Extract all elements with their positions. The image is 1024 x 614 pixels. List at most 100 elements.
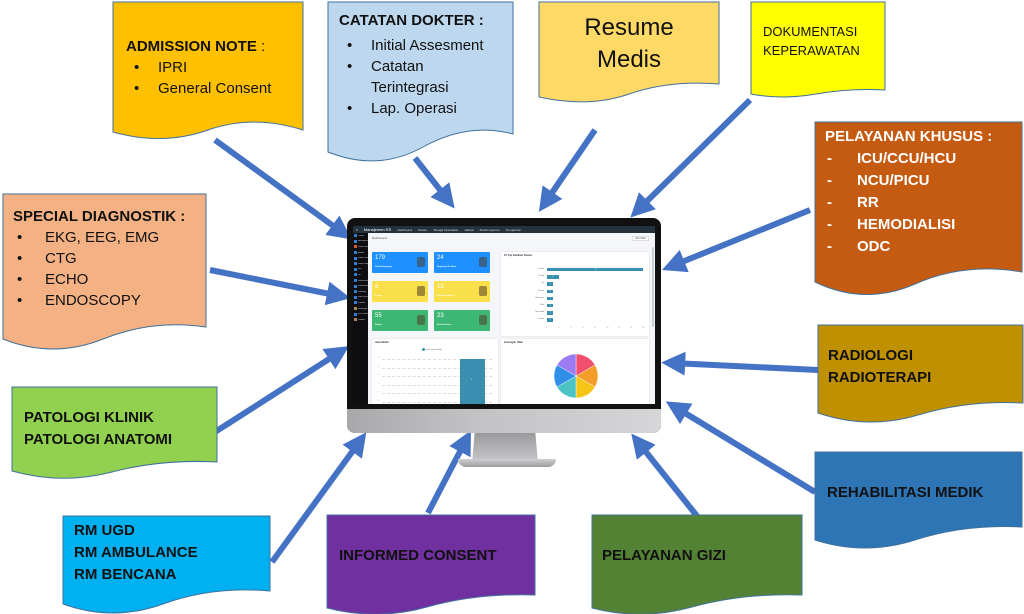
axis-tick: 10 [606, 328, 609, 329]
bar-label: Pusing [538, 275, 545, 278]
axis-tick: 4 [570, 328, 572, 329]
sidebar-item[interactable]: Rawat Inap [353, 261, 368, 267]
menu-item-icon [354, 307, 357, 311]
list-item: -ICU/CCU/HCU [827, 150, 957, 167]
nav-dashboard[interactable]: Dashboard [397, 227, 413, 232]
nav-pengaturan[interactable]: Pengaturan [505, 227, 522, 232]
stat-label: Pasien [375, 295, 383, 297]
note-admission: ADMISSION NOTE : •IPRI •General Consent [112, 1, 304, 140]
list-item: •General Consent [134, 80, 272, 97]
note-rm: RM UGD RM AMBULANCE RM BENCANA [62, 515, 271, 614]
arrow-admission [213, 137, 352, 240]
monitor-chin [347, 409, 661, 433]
sidebar-item[interactable]: Kas Penerimaan [353, 311, 368, 317]
bar-label: Batuk [539, 268, 544, 270]
axis-tick: 14 [630, 328, 633, 329]
bar-label: Demam [537, 289, 544, 292]
list-item: -HEMODIALISI [827, 216, 956, 233]
pie-chart [553, 353, 599, 399]
sidebar-item[interactable]: Keuangan [353, 306, 368, 312]
filter-button[interactable]: Atur Filter [632, 236, 649, 241]
sidebar-item[interactable]: Laboratorium [353, 283, 368, 289]
menu-item-icon [354, 284, 357, 288]
sidebar-item[interactable]: IGD [353, 267, 368, 273]
note-special-diagnostik: SPECIAL DIAGNOSTIK : •EKG, EEG, EMG •CTG… [2, 193, 207, 350]
sidebar-item[interactable]: Rawat Jalan [353, 255, 368, 261]
menu-item-icon [354, 273, 357, 277]
sidebar-item[interactable]: Bank Darah [353, 295, 368, 301]
stat-value: 6 [375, 284, 379, 290]
nav-pasien[interactable]: Pasien [418, 227, 428, 232]
nav-jadwal[interactable]: Jadwal [464, 227, 474, 232]
note-patologi: PATOLOGI KLINIK PATOLOGI ANATOMI [11, 386, 218, 479]
note-resume-medis: Resume Medis [538, 1, 720, 103]
sidebar-item[interactable]: OK [353, 272, 368, 278]
sidebar-item[interactable]: Rehab Medik [353, 278, 368, 284]
menu-item-icon [354, 301, 357, 305]
axis-tick: 3 [378, 375, 379, 376]
gridline [382, 367, 492, 369]
pie-slice [556, 353, 577, 377]
gridline [382, 393, 492, 394]
note-title: SPECIAL DIAGNOSTIK : [13, 208, 186, 225]
arrow-informed [425, 430, 471, 515]
axis-tick: 16 [642, 328, 645, 329]
sidebar-item[interactable]: Pasien [353, 233, 368, 239]
arrow-dokumentasi [630, 97, 753, 218]
bar-value: 2 [552, 275, 554, 278]
menu-item-icon [354, 256, 357, 260]
sidebar-item[interactable]: Manajemen RS [353, 239, 368, 245]
list-item: •EKG, EEG, EMG [17, 229, 160, 246]
bar-value: 1 [549, 304, 551, 307]
chart-bar [547, 318, 553, 322]
list-item: •CTG [17, 250, 77, 267]
list-item: •Lap. Operasi [347, 100, 457, 117]
menu-icon[interactable]: ≡ [356, 227, 358, 232]
chart-legend: Jasa Layanan Medis [422, 348, 442, 351]
arrow-patologi [213, 346, 350, 435]
gridline [382, 376, 492, 377]
app-brand: Manajemen RS [363, 227, 392, 232]
person-icon [417, 315, 425, 325]
scrollbar[interactable] [652, 247, 654, 327]
nav-tenaga-kesehatan[interactable]: Tenaga Kesehatan [433, 227, 459, 232]
sidebar-item[interactable]: Rekam Medis [353, 244, 368, 250]
stat-value: 55 [375, 313, 382, 319]
sidebar-item[interactable]: Radiologi [353, 289, 368, 295]
axis-tick: 0 [378, 400, 379, 402]
sidebar-item[interactable]: Farmasi [353, 300, 368, 306]
bar-value: 1 [549, 290, 551, 293]
axis-tick: 4 [378, 366, 379, 368]
sidebar-item[interactable]: Laporan [353, 317, 368, 323]
arrow-radiologi [661, 351, 819, 376]
list-item: -RR [827, 194, 879, 211]
menu-item-icon [354, 239, 357, 243]
bar-label: Flu [541, 282, 545, 285]
chart-bar [547, 311, 553, 315]
axis-tick: 8 [594, 328, 596, 329]
monitor-stand [472, 433, 538, 463]
person-icon [479, 286, 487, 296]
menu-item-icon [354, 245, 357, 249]
menu-item-icon [354, 267, 357, 271]
chart-bar [547, 268, 643, 272]
note-title: ADMISSION NOTE [126, 38, 257, 55]
sidebar-item[interactable]: Admisi [353, 250, 368, 256]
stat-label: Registrasi Batal [437, 295, 454, 297]
bar-label: Nyeri dada [535, 311, 544, 314]
stat-label: Dokter [375, 324, 382, 326]
nav-modul-laporan[interactable]: Modul Laporan [479, 227, 500, 232]
panel-title: 10 Top Keluhan Pasien [504, 254, 533, 257]
bar-label: Sakit perut [535, 296, 544, 299]
chart-bar [547, 304, 553, 308]
axis-tick: 12 [618, 328, 621, 329]
bar-value: 1 [549, 283, 551, 285]
stat-value: 24 [437, 255, 444, 261]
